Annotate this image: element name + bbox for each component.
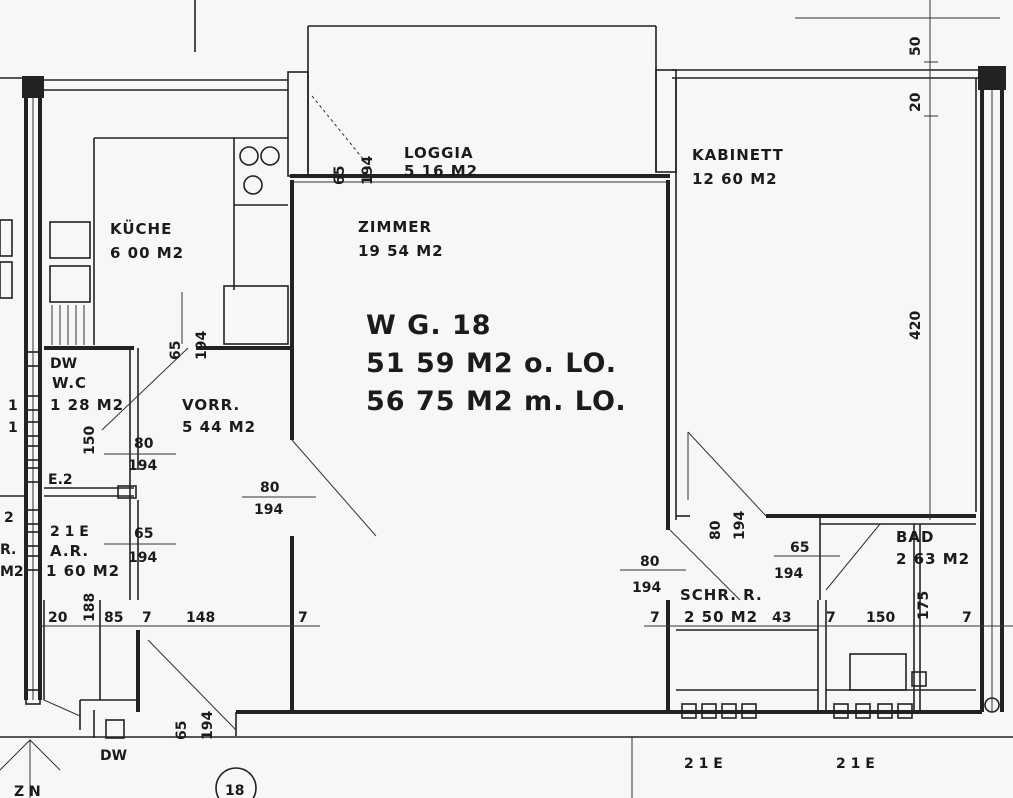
dim-21e-b: 2 1 E [836, 756, 875, 772]
schr-name: SCHR. R. [680, 586, 763, 604]
door-4-height: 194 [128, 550, 157, 566]
door-6-height: 194 [732, 511, 748, 540]
door-1-height: 194 [360, 156, 376, 185]
door-7-height: 194 [774, 566, 803, 582]
kabinett-area: 12 60 M2 [692, 170, 778, 188]
kueche-area: 6 00 M2 [110, 244, 184, 262]
zn-label: Z N [14, 784, 41, 798]
dim-21e-left: 2 1 E [50, 524, 89, 540]
door-1-width: 65 [332, 166, 348, 185]
dim-175: 175 [916, 591, 932, 620]
door-5-height: 194 [254, 502, 283, 518]
dim-150v: 150 [82, 426, 98, 455]
door-2-width: 65 [168, 341, 184, 360]
dim-21e-a: 2 1 E [684, 756, 723, 772]
door-9-height: 194 [200, 711, 216, 740]
dw-bottom-label: DW [100, 748, 127, 764]
wall-column-right [978, 66, 1006, 90]
dim-188: 188 [82, 593, 98, 622]
dim-7e: 7 [962, 610, 972, 626]
dim-50-top: 50 [908, 36, 924, 56]
dim-1a: 1 [8, 398, 18, 414]
dim-7c: 7 [650, 610, 660, 626]
dimension-labels: 20 85 7 148 7 7 43 7 150 7 188 150 175 4… [4, 36, 972, 772]
dim-7b: 7 [298, 610, 308, 626]
dim-20: 20 [48, 610, 68, 626]
door-7-width: 65 [790, 540, 809, 556]
door-5-width: 80 [260, 480, 280, 496]
unit-marker-number: 18 [225, 783, 244, 798]
dw-left-label: DW [50, 356, 77, 372]
wall-column-left [22, 76, 44, 98]
door-8-height: 194 [632, 580, 661, 596]
bad-area: 2 63 M2 [896, 550, 970, 568]
dim-85: 85 [104, 610, 123, 626]
unit-area-without-loggia: 51 59 M2 o. LO. [366, 348, 617, 379]
unit-summary: W G. 18 51 59 M2 o. LO. 56 75 M2 m. LO. [366, 310, 627, 417]
wc-area: 1 28 M2 [50, 396, 124, 414]
dim-420: 420 [908, 311, 924, 340]
kabinett-name: KABINETT [692, 146, 784, 164]
schr-area: 2 50 M2 [684, 608, 758, 626]
kueche-name: KÜCHE [110, 219, 172, 238]
zimmer-area: 19 54 M2 [358, 242, 444, 260]
vorr-area: 5 44 M2 [182, 418, 256, 436]
wc-name: W.C [52, 374, 87, 392]
loggia-name: LOGGIA [404, 144, 474, 162]
edge-labels: DW DW Z N 18 M2 R. [0, 356, 257, 798]
ar-name: A.R. [50, 542, 89, 560]
unit-area-with-loggia: 56 75 M2 m. LO. [366, 386, 627, 417]
loggia-area: 5 16 M2 [404, 162, 478, 180]
door-8-width: 80 [640, 554, 660, 570]
unit-code: W G. 18 [366, 310, 492, 341]
ar-area: 1 60 M2 [46, 562, 120, 580]
door-2-height: 194 [194, 331, 210, 360]
dim-1b: 1 [8, 420, 18, 436]
door-4-width: 65 [134, 526, 153, 542]
dim-43: 43 [772, 610, 791, 626]
door-6-width: 80 [708, 520, 724, 540]
door-9-width: 65 [174, 721, 190, 740]
m2-left-label: M2 [0, 564, 24, 580]
bad-name: BAD [896, 528, 935, 546]
zimmer-name: ZIMMER [358, 218, 432, 236]
dimension-lines [40, 453, 1013, 627]
dim-7d: 7 [826, 610, 836, 626]
r-left-label: R. [0, 542, 16, 558]
dim-20-top: 20 [908, 92, 924, 112]
room-labels: LOGGIA 5 16 M2 KABINETT 12 60 M2 KÜCHE 6… [46, 144, 970, 626]
door-labels: 65 194 65 194 80 194 65 194 80 194 80 19… [128, 156, 809, 740]
door-3-height: 194 [128, 458, 157, 474]
door-3-width: 80 [134, 436, 154, 452]
dim-e2: E.2 [48, 472, 73, 488]
vorr-name: VORR. [182, 396, 240, 414]
dim-7a: 7 [142, 610, 152, 626]
unit-marker-circle [215, 767, 257, 798]
dim-150: 150 [866, 610, 895, 626]
dim-148: 148 [186, 610, 215, 626]
door-swings [0, 95, 881, 798]
walls [0, 0, 1013, 739]
dim-2: 2 [4, 510, 14, 526]
